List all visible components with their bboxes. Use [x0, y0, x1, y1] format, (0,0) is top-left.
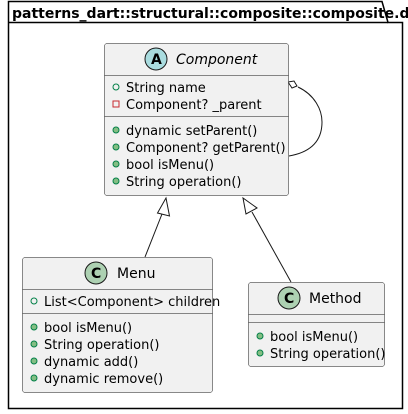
- public-method-icon: [30, 374, 38, 382]
- method-remove: dynamic remove(): [44, 372, 163, 387]
- method-is-menu: bool isMenu(): [126, 158, 214, 173]
- class-method-name: Method: [309, 291, 362, 307]
- class-component-name: Component: [176, 52, 258, 68]
- public-method-icon: [256, 349, 264, 357]
- method-operation: String operation(): [126, 175, 242, 190]
- public-method-icon: [30, 323, 38, 331]
- public-method-icon: [112, 177, 120, 185]
- method-set-parent: dynamic setParent(): [126, 124, 257, 139]
- inheritance-edge-menu: [144, 213, 163, 258]
- class-component-badge-letter: A: [151, 52, 162, 68]
- public-visibility-icon: [112, 83, 120, 91]
- class-badge-icon: [277, 286, 301, 310]
- public-method-icon: [30, 357, 38, 365]
- public-method-icon: [112, 160, 120, 168]
- public-method-icon: [112, 126, 120, 134]
- class-component[interactable]: A Component String name Component? _pare…: [104, 43, 289, 196]
- inheritance-arrowhead-menu: [156, 196, 171, 217]
- class-menu-name: Menu: [117, 266, 155, 282]
- inheritance-arrowhead-method: [242, 196, 258, 215]
- private-visibility-icon: [112, 100, 120, 108]
- class-badge-icon: [84, 261, 108, 285]
- method-get-parent: Component? getParent(): [126, 141, 286, 156]
- public-visibility-icon: [30, 297, 38, 305]
- package-title: patterns_dart::structural::composite::co…: [12, 6, 408, 22]
- attribute-children: List<Component> children: [44, 295, 220, 310]
- method-add: dynamic add(): [44, 355, 138, 370]
- inheritance-edge-method: [251, 211, 292, 283]
- method-operation: String operation(): [44, 338, 160, 353]
- class-component-box: [104, 43, 289, 196]
- attribute-name: String name: [126, 81, 206, 96]
- class-menu[interactable]: C Menu List<Component> children bool isM…: [22, 257, 221, 393]
- class-method-badge-letter: C: [284, 291, 294, 307]
- aggregation-edge-self: [288, 86, 323, 157]
- class-method[interactable]: C Method bool isMenu() String operation(…: [248, 282, 386, 367]
- abstract-class-badge-icon: [144, 47, 168, 71]
- aggregation-diamond: [287, 80, 298, 89]
- method-operation: String operation(): [270, 347, 386, 362]
- attribute-parent: Component? _parent: [126, 98, 262, 113]
- method-is-menu: bool isMenu(): [44, 321, 132, 336]
- public-method-icon: [256, 332, 264, 340]
- public-method-icon: [112, 143, 120, 151]
- class-menu-badge-letter: C: [91, 266, 101, 282]
- relations: [144, 80, 323, 283]
- class-menu-box: [22, 257, 213, 393]
- method-is-menu: bool isMenu(): [270, 330, 358, 345]
- public-method-icon: [30, 340, 38, 348]
